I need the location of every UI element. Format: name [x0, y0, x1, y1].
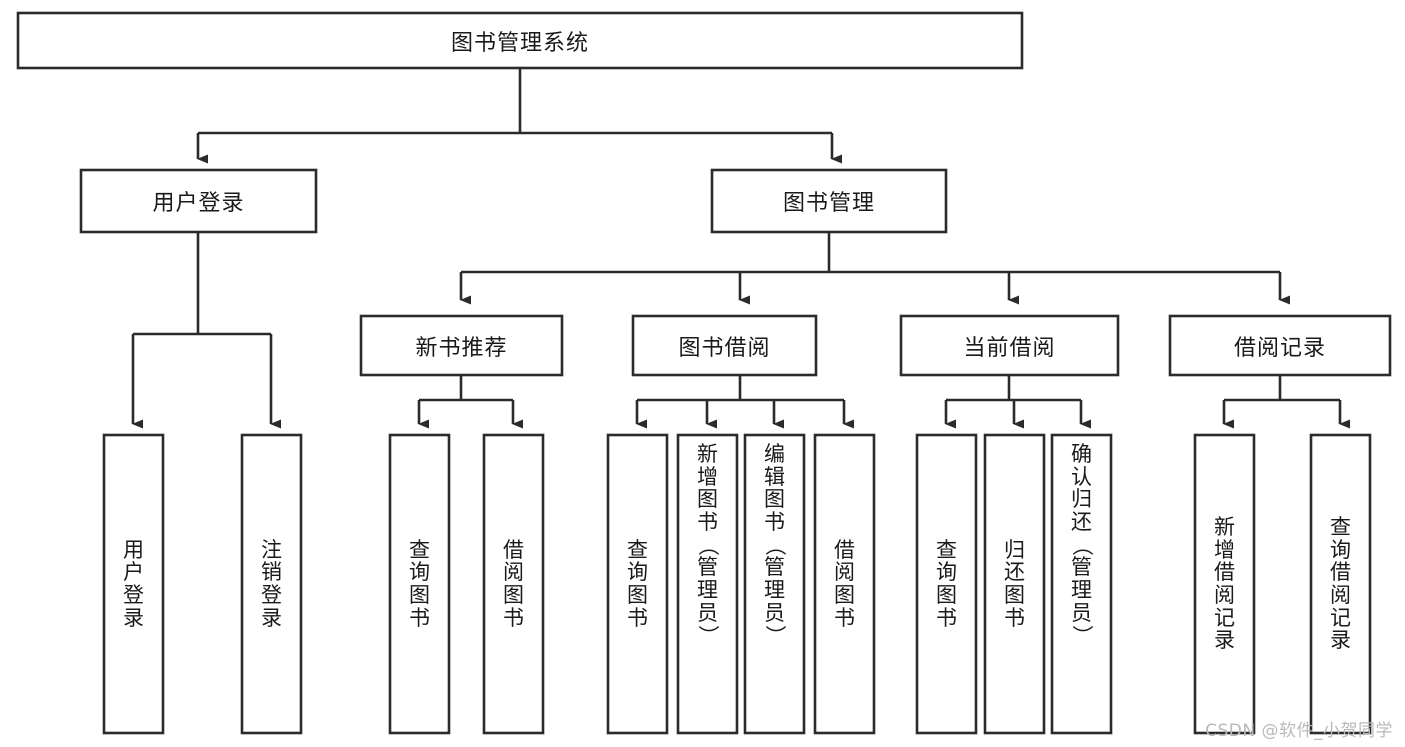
node-leaf-add-book[interactable]: [676, 433, 739, 735]
node-root[interactable]: [16, 11, 1024, 70]
node-leaf-query-book-2[interactable]: [606, 433, 669, 735]
node-leaf-query-book-1[interactable]: [388, 433, 451, 735]
node-leaf-user-login[interactable]: [102, 433, 165, 735]
node-borrow-record[interactable]: [1168, 314, 1392, 377]
node-leaf-logout[interactable]: [240, 433, 303, 735]
node-new-book-recommend[interactable]: [359, 314, 564, 377]
connector-current-to-leaves: [944, 375, 1091, 429]
connector-borrow-to-leaves: [635, 375, 854, 429]
connector-newbook-to-leaves: [417, 375, 523, 429]
node-leaf-query-book-3[interactable]: [915, 433, 978, 735]
node-leaf-edit-book[interactable]: [743, 433, 806, 735]
node-user-login[interactable]: [79, 168, 318, 234]
node-leaf-confirm-return[interactable]: [1050, 433, 1113, 735]
node-book-management[interactable]: [710, 168, 948, 234]
connector-root-to-level2: [196, 68, 842, 164]
node-leaf-add-record[interactable]: [1193, 433, 1256, 735]
node-leaf-return-book[interactable]: [983, 433, 1046, 735]
node-leaf-borrow-book-2[interactable]: [813, 433, 876, 735]
watermark: CSDN @软件_小贺同学: [1205, 721, 1393, 741]
node-book-borrow[interactable]: [631, 314, 818, 377]
connector-bookmgmt-to-level3: [459, 232, 1290, 305]
node-leaf-borrow-book-1[interactable]: [482, 433, 545, 735]
connector-userlogin-to-leaves: [131, 232, 281, 429]
node-current-borrow[interactable]: [899, 314, 1120, 377]
connector-record-to-leaves: [1222, 375, 1350, 429]
node-leaf-query-record[interactable]: [1309, 433, 1372, 735]
